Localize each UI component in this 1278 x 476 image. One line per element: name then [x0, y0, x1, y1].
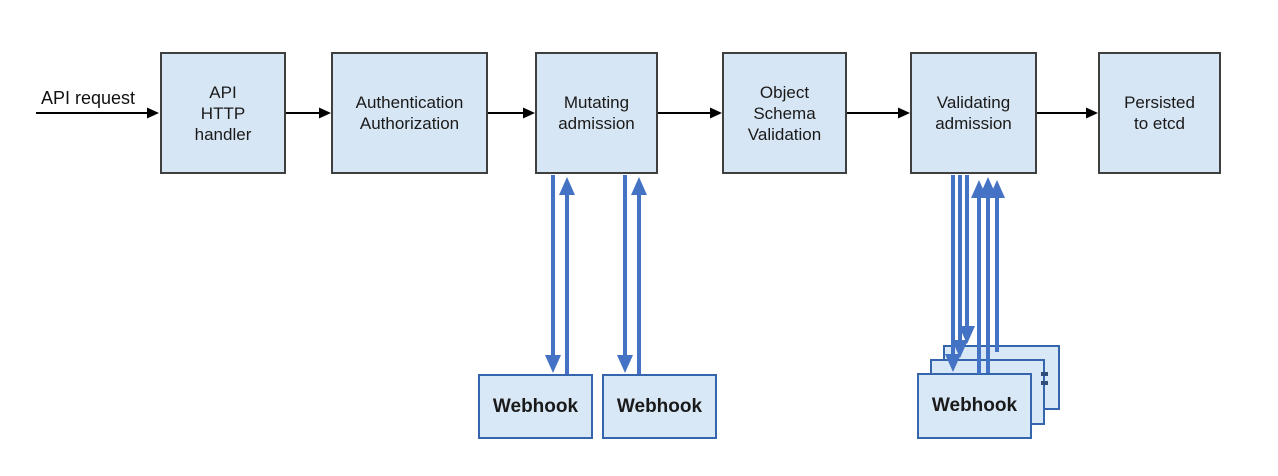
arrow-auth-to-mutating — [488, 107, 535, 119]
arrow-validating-to-webhooks-down-1 — [945, 175, 961, 372]
arrow-validating-to-etcd — [1037, 107, 1098, 119]
webhook-box-validating-front: Webhook — [917, 373, 1032, 439]
webhook-box-mutating-1: Webhook — [478, 374, 593, 439]
arrow-handler-to-auth — [286, 107, 331, 119]
node-authentication-authorization: Authentication Authorization — [331, 52, 488, 174]
node-object-schema-validation-label: Object Schema Validation — [747, 82, 822, 144]
arrow-mutating-to-webhook1-down — [545, 175, 561, 373]
arrow-validating-to-webhooks-down-2 — [952, 175, 968, 358]
node-object-schema-validation: Object Schema Validation — [722, 52, 847, 174]
webhook-box-validating-front-label: Webhook — [931, 395, 1018, 416]
node-validating-admission-label: Validating admission — [935, 93, 1012, 133]
arrow-webhook1-to-mutating-up — [559, 177, 575, 374]
arrow-mutating-to-webhook2-down — [617, 175, 633, 373]
arrow-webhooks-to-validating-up-3 — [989, 180, 1005, 352]
arrow-api-request — [36, 107, 159, 119]
node-authentication-authorization-label: Authentication Authorization — [355, 93, 464, 133]
node-api-http-handler: API HTTP handler — [160, 52, 286, 174]
arrow-schema-to-validating — [847, 107, 910, 119]
node-api-http-handler-label: API HTTP handler — [194, 82, 252, 144]
node-persisted-to-etcd: Persisted to etcd — [1098, 52, 1221, 174]
webhook-box-mutating-2-label: Webhook — [616, 395, 703, 417]
node-persisted-to-etcd-label: Persisted to etcd — [1124, 93, 1195, 133]
api-request-label: API request — [41, 88, 136, 108]
arrow-validating-to-webhooks-down-3 — [959, 175, 975, 344]
arrow-webhooks-to-validating-up-2 — [980, 177, 996, 373]
node-mutating-admission-label: Mutating admission — [558, 93, 635, 133]
node-validating-admission: Validating admission — [910, 52, 1037, 174]
arrow-mutating-to-schema — [658, 107, 722, 119]
webhook-box-mutating-1-label: Webhook — [492, 395, 579, 417]
node-mutating-admission: Mutating admission — [535, 52, 658, 174]
webhook-box-mutating-2: Webhook — [602, 374, 717, 439]
arrow-webhook2-to-mutating-up — [631, 177, 647, 374]
